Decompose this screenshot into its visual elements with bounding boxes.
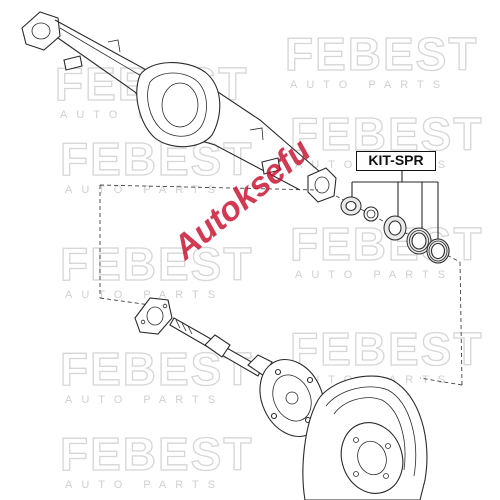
drum-stud-hole bbox=[383, 473, 389, 479]
watermark-tagline: AUTO PARTS bbox=[65, 394, 224, 406]
kit-part-3-bearing bbox=[383, 215, 407, 241]
guide-top bbox=[99, 184, 319, 191]
bracket-right bbox=[249, 127, 264, 141]
spring-pad-right bbox=[261, 157, 281, 175]
watermark-brand: FEBEST bbox=[60, 133, 253, 185]
watermark-tagline: AUTO PARTS bbox=[65, 289, 224, 301]
kit-part-2-ring bbox=[363, 206, 379, 222]
backing-plate-flange bbox=[134, 297, 173, 335]
axle-housing bbox=[21, 11, 337, 203]
drum-center-bore bbox=[357, 440, 387, 476]
kit-leader-lines bbox=[351, 171, 439, 239]
watermark-brand: FEBEST bbox=[285, 28, 478, 80]
drum-stud-hole bbox=[353, 437, 359, 443]
watermark-2: FEBEST AUTO PARTS bbox=[284, 27, 478, 91]
wheel-hub-flange bbox=[259, 359, 325, 437]
drum-rim-ridge-2 bbox=[333, 397, 406, 471]
watermark-5: FEBEST AUTO PARTS bbox=[59, 237, 253, 301]
brake-drum bbox=[302, 375, 428, 500]
kit-part-1 bbox=[340, 196, 362, 216]
kit-part-5-seal bbox=[426, 238, 450, 264]
spring-pad-left bbox=[63, 55, 83, 71]
guide-right-bottom bbox=[419, 377, 463, 386]
bearing-kit bbox=[340, 171, 450, 264]
watermark-tagline: AUTO PARTS bbox=[290, 79, 449, 91]
watermark-tagline: AUTO PARTS bbox=[65, 479, 224, 491]
watermark-3: FEBEST AUTO PARTS bbox=[59, 132, 253, 196]
kit-part-4-bearing bbox=[406, 227, 432, 255]
watermark-tagline: AUTO PARTS bbox=[295, 269, 454, 281]
drum-face bbox=[340, 422, 404, 494]
watermark-brand: FEBEST bbox=[290, 323, 483, 375]
guide-left-to-seal bbox=[99, 297, 151, 306]
drum-stud-hole bbox=[353, 471, 359, 477]
drum-stud-hole bbox=[385, 443, 391, 449]
left-housing-flange bbox=[21, 11, 61, 51]
right-housing-flange bbox=[307, 167, 337, 203]
watermark-brand: FEBEST bbox=[60, 428, 253, 480]
shaft-collar bbox=[204, 334, 231, 358]
differential-bore bbox=[161, 82, 199, 128]
left-flange-bore bbox=[31, 22, 51, 40]
shaft-splines bbox=[175, 319, 193, 335]
watermark-9: FEBEST AUTO PARTS bbox=[59, 427, 253, 491]
bracket-left bbox=[107, 39, 121, 53]
kit-spr-part-label: KIT-SPR bbox=[356, 151, 436, 171]
axle-shaft bbox=[169, 317, 273, 377]
watermark-8: FEBEST AUTO PARTS bbox=[289, 322, 483, 386]
differential-cover-rim bbox=[147, 72, 207, 137]
watermark-brand: FEBEST bbox=[60, 238, 253, 290]
housing-tube-highlight bbox=[59, 27, 149, 81]
drum-rim-ridge-1 bbox=[325, 386, 417, 477]
right-flange-bore bbox=[314, 176, 330, 194]
